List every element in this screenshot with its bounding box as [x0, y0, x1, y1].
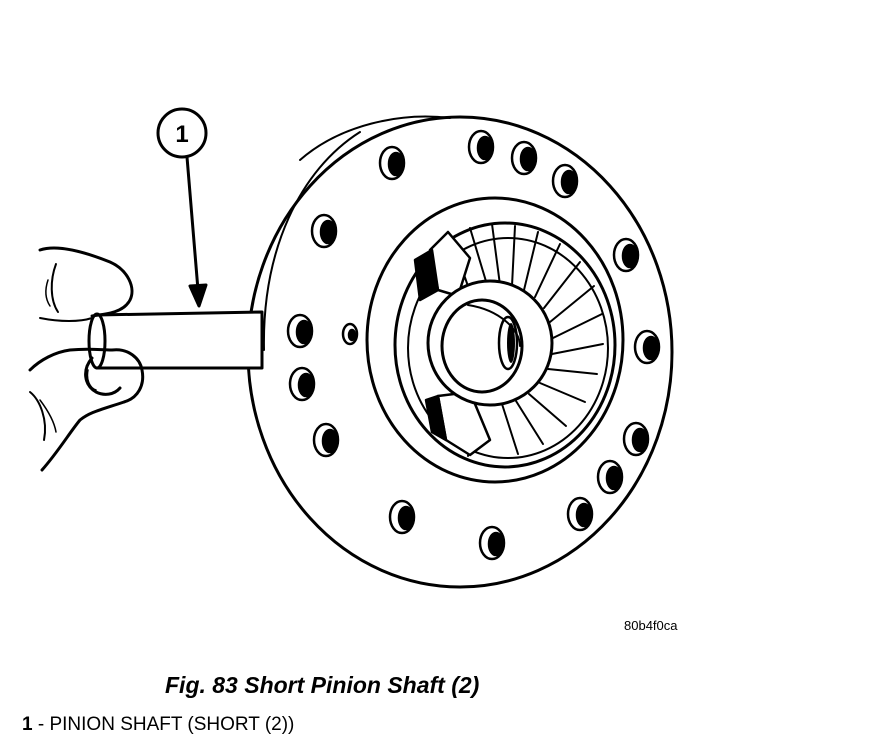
side-gear-bore [426, 279, 554, 407]
callout-1 [156, 107, 208, 308]
pinion-shaft-illustration: 1 80b4f0ca [28, 107, 678, 633]
legend-number: 1 [22, 714, 33, 735]
legend-text: - PINION SHAFT (SHORT (2)) [32, 714, 295, 735]
legend-item-1: 1 - PINION SHAFT (SHORT (2)) [22, 714, 294, 735]
case-hub [365, 196, 625, 484]
image-code: 80b4f0ca [624, 618, 678, 633]
callout-number: 1 [175, 121, 188, 148]
bolt-holes [286, 129, 661, 561]
figure-caption: Fig. 83 Short Pinion Shaft (2) [165, 672, 480, 698]
pinion-shaft-short [87, 310, 264, 370]
hand [28, 246, 145, 472]
legend: 1 - PINION SHAFT (SHORT (2)) [22, 714, 294, 736]
